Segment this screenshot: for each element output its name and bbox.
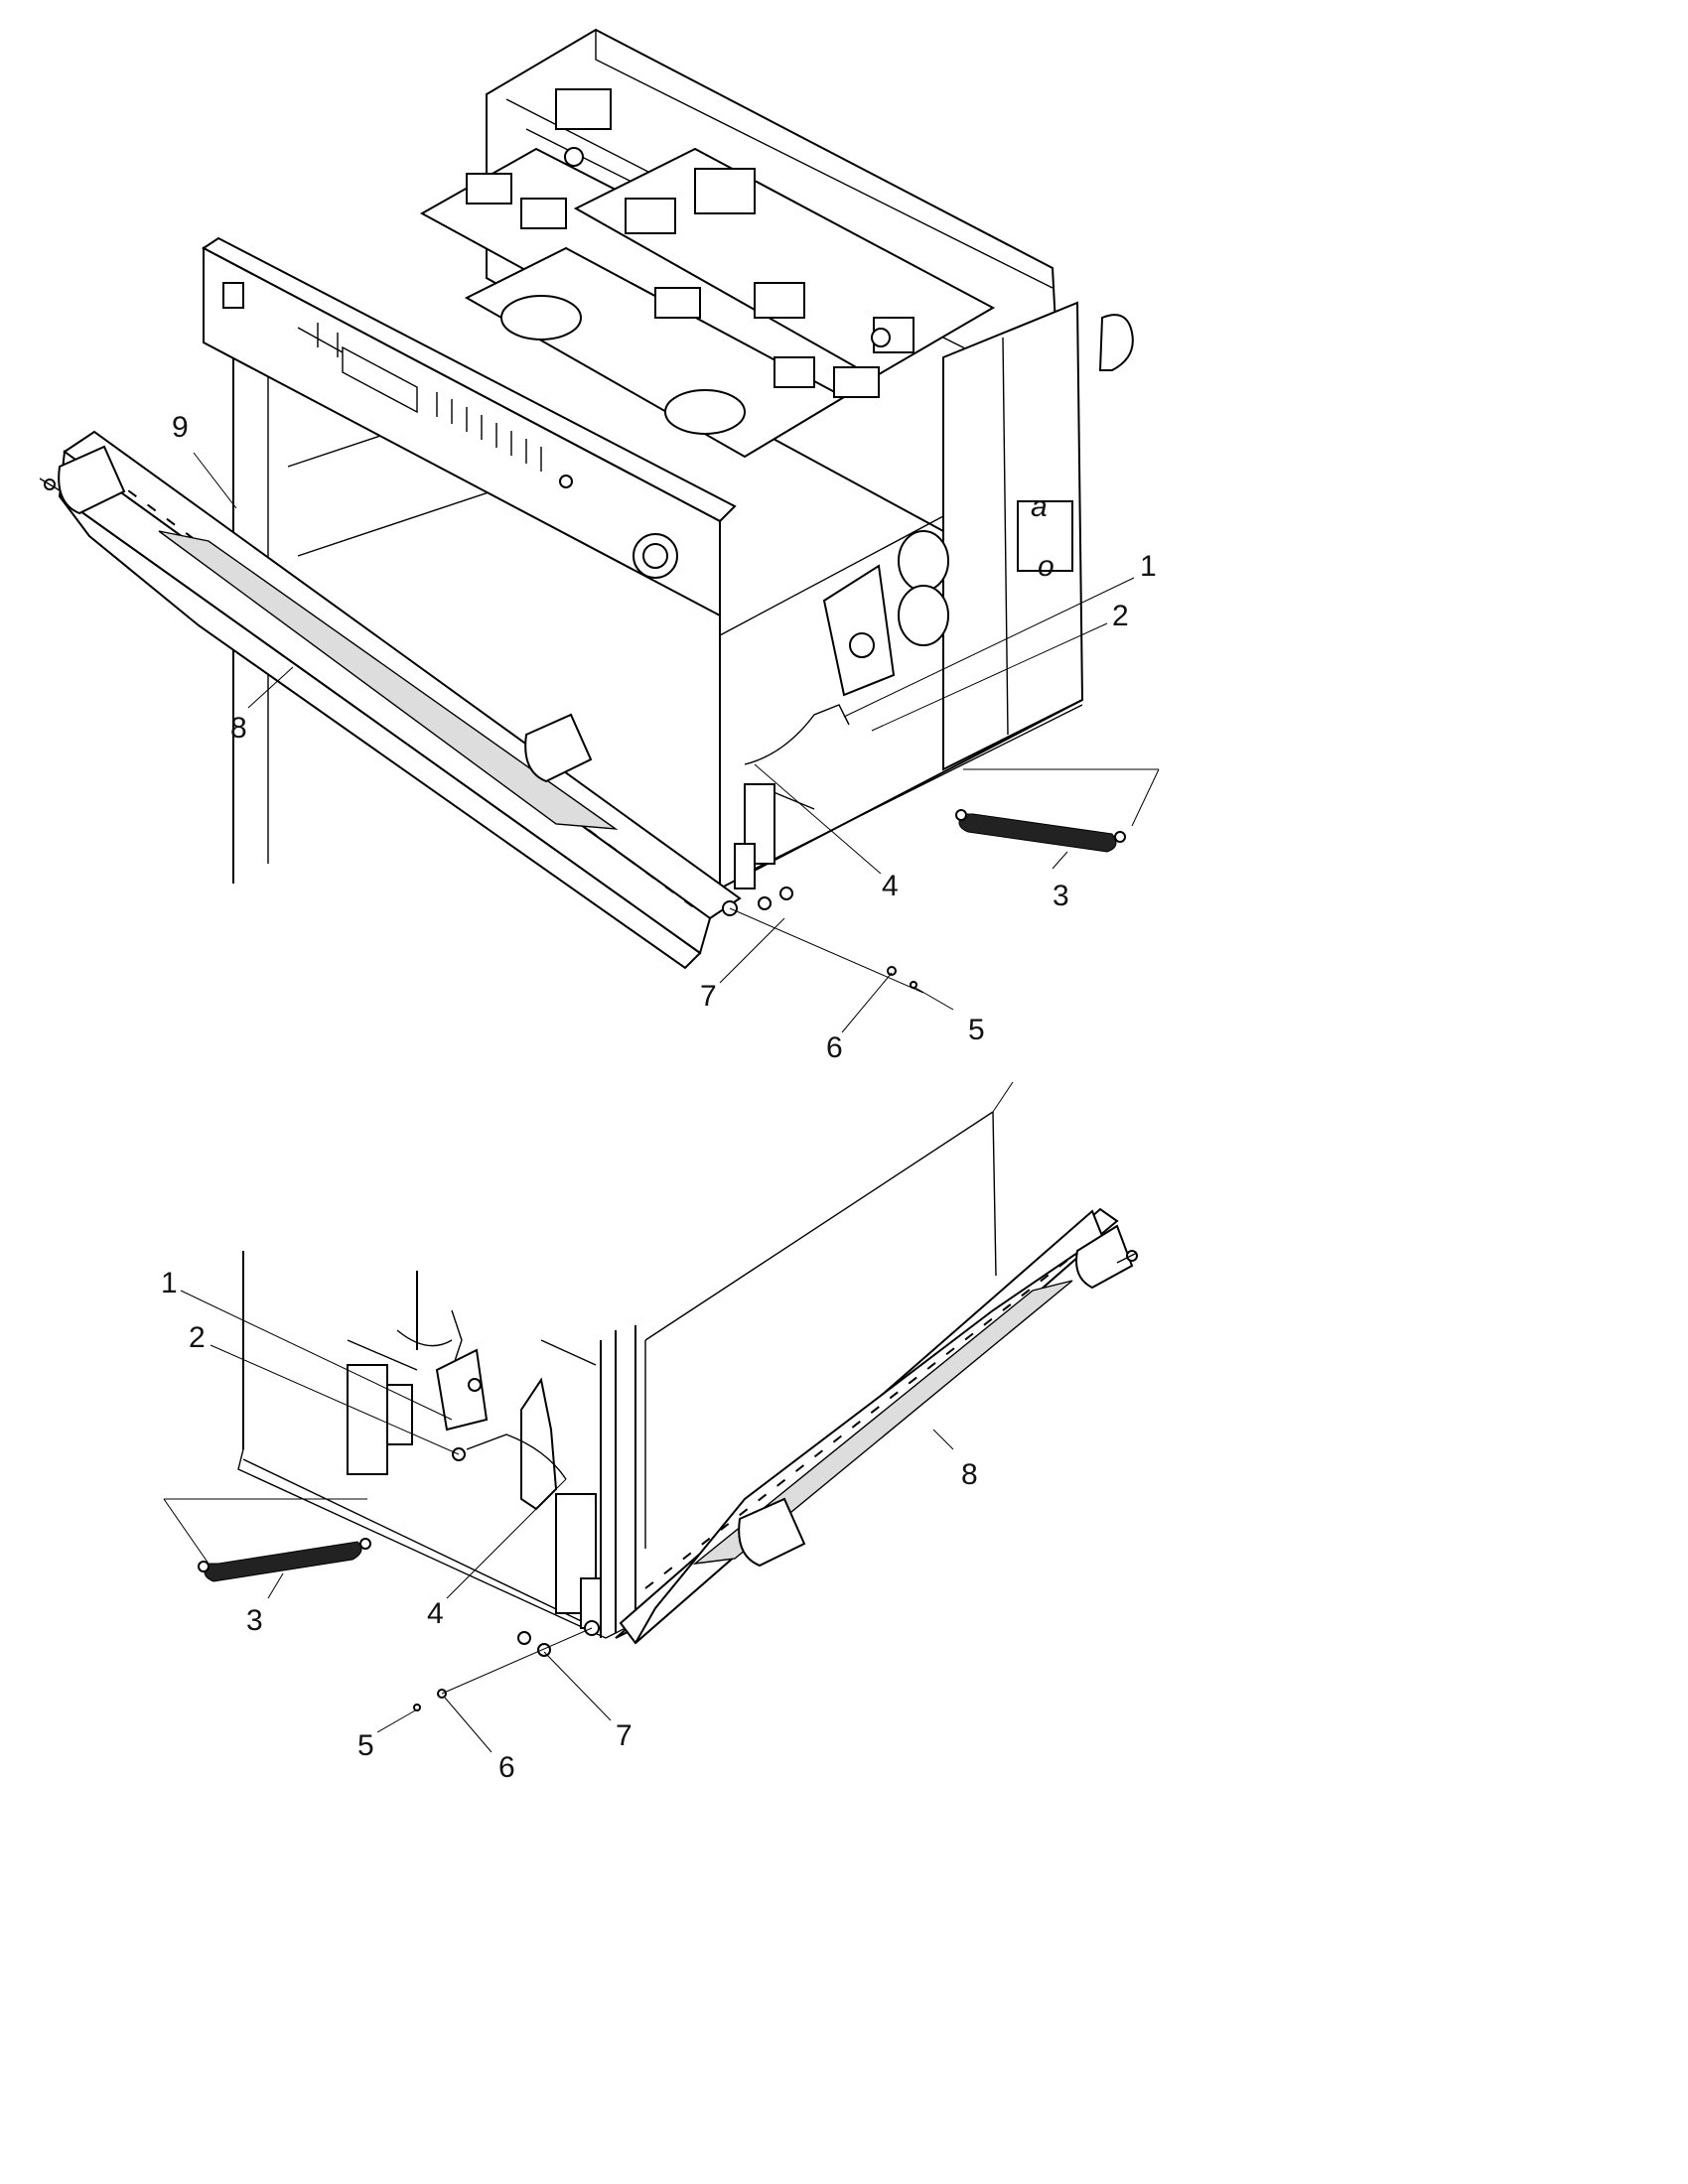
upper-callout-6: 6 <box>826 1031 843 1064</box>
lower-callout-4: 4 <box>427 1597 444 1630</box>
upper-callout-1: 1 <box>1140 550 1157 583</box>
upper-callout-9: 9 <box>172 411 189 444</box>
lower-callout-1: 1 <box>161 1267 178 1299</box>
lower-hardware <box>413 1620 600 1711</box>
upper-callout-8: 8 <box>230 712 247 745</box>
upper-callout-3: 3 <box>1053 880 1069 912</box>
lower-callout-5: 5 <box>357 1729 374 1762</box>
lower-callout-7: 7 <box>616 1719 633 1752</box>
upper-callout-7: 7 <box>700 980 717 1013</box>
upper-callout-2: 2 <box>1112 600 1129 632</box>
lower-spring <box>198 1538 371 1582</box>
upper-spring <box>955 809 1126 853</box>
upper-hardware <box>722 887 917 989</box>
upper-callouts: 1 2 3 4 5 6 7 8 9 <box>172 411 1157 1064</box>
lower-view: 1 2 3 4 5 6 7 8 <box>161 1081 1138 1784</box>
upper-callout-5: 5 <box>968 1014 985 1046</box>
lower-door <box>615 1207 1138 1645</box>
lower-callout-2: 2 <box>189 1321 206 1354</box>
lower-callout-3: 3 <box>246 1604 263 1637</box>
upper-view: a o <box>39 28 1160 1064</box>
upper-panel-slots <box>436 392 542 472</box>
upper-chassis: a o <box>232 28 1134 889</box>
lower-callouts: 1 2 3 4 5 6 7 8 <box>161 1267 978 1784</box>
svg-text:o: o <box>1038 550 1055 583</box>
lower-callout-8: 8 <box>961 1458 978 1491</box>
svg-text:a: a <box>1031 490 1048 523</box>
upper-control-panel <box>202 236 737 617</box>
upper-leader-lines <box>193 452 1160 1033</box>
lower-leader-lines <box>163 1081 1014 1753</box>
upper-door <box>39 430 742 970</box>
upper-callout-4: 4 <box>882 870 899 902</box>
lower-callout-6: 6 <box>498 1751 515 1784</box>
